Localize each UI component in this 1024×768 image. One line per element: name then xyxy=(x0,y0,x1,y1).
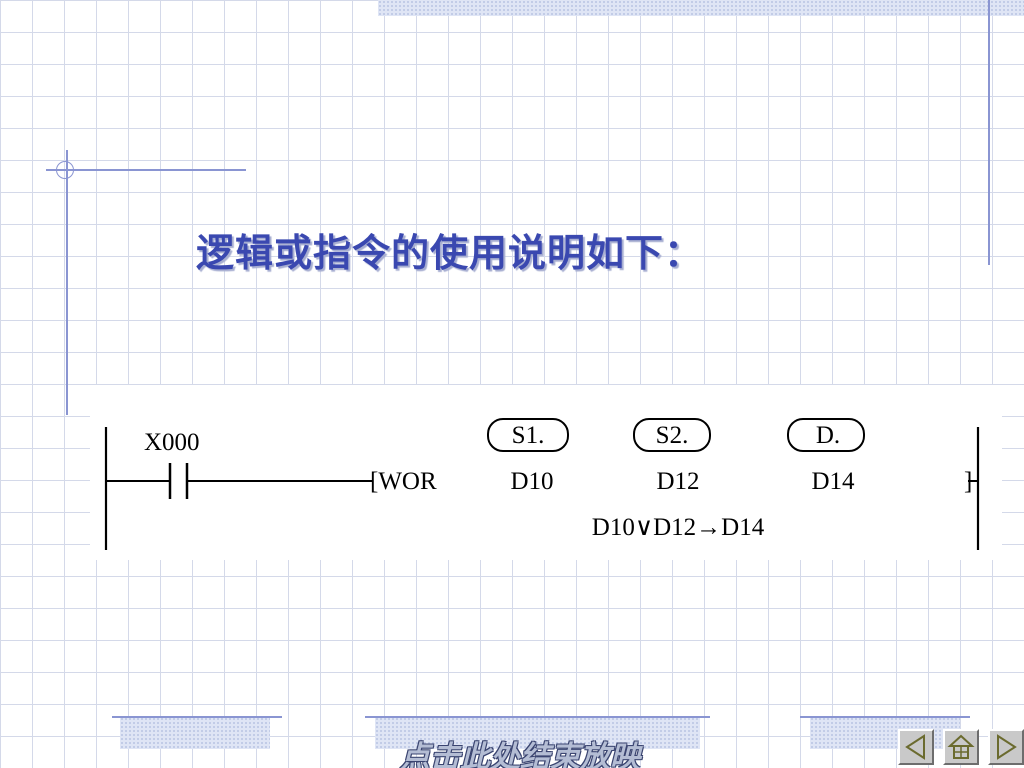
bottom-line-left xyxy=(112,716,282,718)
operand-header-s1: S1. xyxy=(512,422,545,449)
operand-value-d: D14 xyxy=(811,468,855,495)
ladder-diagram: X000 S1. S2. D. [WOR D10 D12 D14 ] D10∨D… xyxy=(90,385,1002,560)
home-button[interactable] xyxy=(943,729,979,765)
operand-value-s1: D10 xyxy=(510,468,553,495)
decorative-vertical-line xyxy=(66,150,68,415)
operand-header-s2: S2. xyxy=(656,422,689,449)
decorative-horizontal-line xyxy=(46,169,246,171)
bottom-band-right xyxy=(810,717,960,749)
operation-expression: D10∨D12→D14 xyxy=(592,514,765,541)
decorative-circle xyxy=(56,161,74,179)
end-show-link[interactable]: 点击此处结束放映 xyxy=(400,740,640,768)
bottom-band-left xyxy=(120,717,270,749)
bottom-line-right xyxy=(800,716,970,718)
triangle-left-icon xyxy=(905,734,925,760)
top-decorative-band xyxy=(378,0,1024,16)
closing-bracket: ] xyxy=(964,468,972,495)
operand-box-d xyxy=(787,418,865,452)
ladder-diagram-svg: X000 S1. S2. D. [WOR D10 D12 D14 ] D10∨D… xyxy=(104,418,980,550)
bottom-line-middle xyxy=(365,716,710,718)
operand-box-s2 xyxy=(633,418,711,452)
bottom-band-middle xyxy=(375,717,700,749)
operand-box-s1 xyxy=(487,418,569,452)
home-icon xyxy=(947,734,975,759)
slide-title: 逻辑或指令的使用说明如下： xyxy=(196,231,704,275)
operand-value-s2: D12 xyxy=(656,468,699,495)
instruction-label: [WOR xyxy=(370,468,437,495)
previous-slide-button[interactable] xyxy=(898,729,934,765)
triangle-right-icon xyxy=(997,734,1017,760)
decorative-right-vertical-line xyxy=(988,0,990,265)
contact-label: X000 xyxy=(144,429,200,456)
operand-header-d: D. xyxy=(816,422,840,449)
next-slide-button[interactable] xyxy=(988,729,1024,765)
